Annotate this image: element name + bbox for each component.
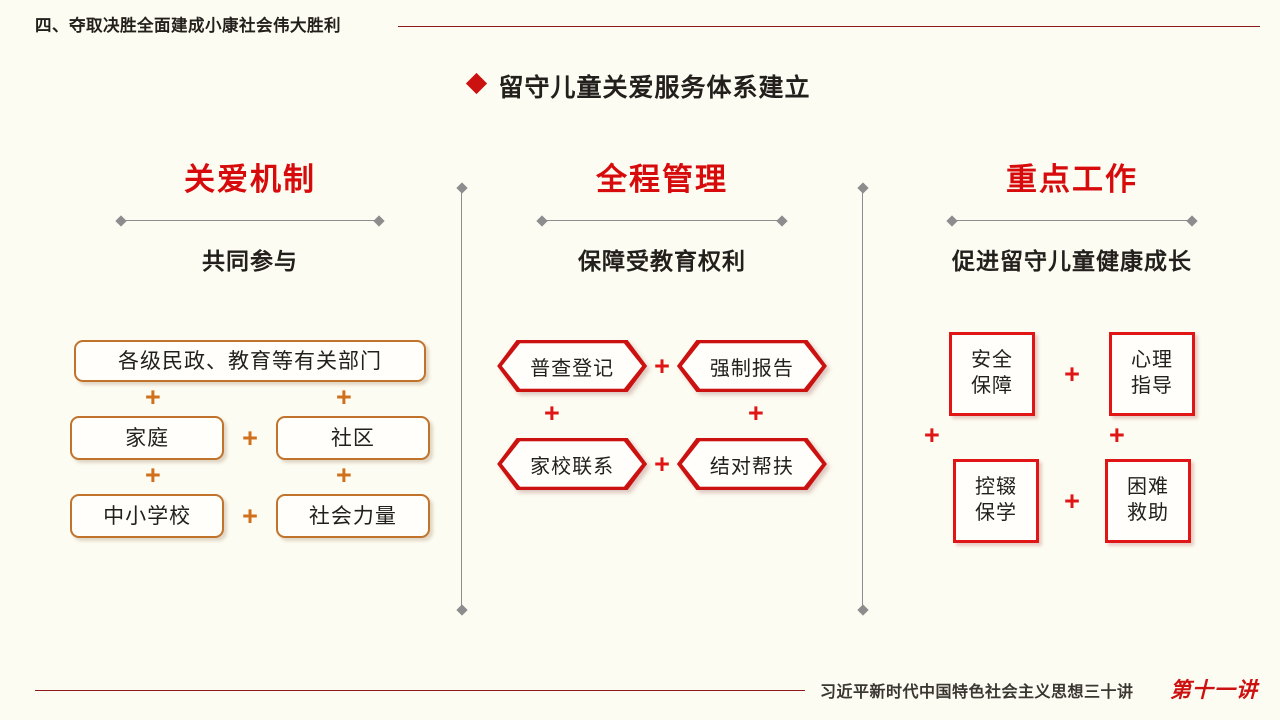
- plus-sign-icon: +: [242, 500, 258, 531]
- column-1-plus-row-1: + +: [40, 382, 460, 416]
- plus-sign-icon: +: [336, 460, 352, 490]
- hexagon-fill: [681, 441, 823, 487]
- diamond-endpoint-icon: [856, 604, 869, 616]
- column-2-plus-row: + +: [463, 392, 861, 438]
- diagram-square-safety: 安全 保障: [949, 332, 1035, 416]
- diagram-box-departments: 各级民政、教育等有关部门: [74, 340, 426, 382]
- diagram-hexagon-home-school-contact: 家校联系: [497, 438, 648, 490]
- plus-sign-icon: +: [242, 422, 258, 453]
- square-label-line-1: 心理: [1131, 349, 1173, 372]
- column-3-plus-row: + +: [864, 416, 1280, 459]
- column-3-header: 重点工作 促进留守儿童健康成长: [864, 160, 1280, 276]
- column-1-subtitle: 共同参与: [202, 248, 298, 274]
- square-label-line-2: 指导: [1131, 375, 1173, 397]
- square-label-line-1: 困难: [1127, 476, 1169, 499]
- diagram-hexagon-pair-assistance: 结对帮扶: [676, 438, 827, 490]
- column-1-row-3: 中小学校 + 社会力量: [40, 494, 460, 538]
- hexagon-fill: [501, 441, 643, 487]
- column-3-connector-2: +: [1039, 485, 1105, 516]
- hexagon-fill: [501, 343, 643, 389]
- column-3-heading: 重点工作: [1006, 162, 1138, 197]
- diamond-endpoint-icon: [946, 214, 958, 227]
- column-3-row-2: 控辍 保学 + 困难 救助: [864, 459, 1280, 543]
- column-2-row-2: 家校联系 + 结对帮扶: [463, 438, 861, 490]
- section-title: 四、夺取决胜全面建成小康社会伟大胜利: [35, 17, 341, 35]
- diagram-square-psychological: 心理 指导: [1109, 332, 1195, 416]
- slide-title: 留守儿童关爱服务体系建立: [0, 68, 1280, 104]
- column-1-row-2: 家庭 + 社区: [40, 416, 460, 460]
- column-1-plus-row-2: + +: [40, 460, 460, 494]
- diamond-endpoint-icon: [373, 214, 385, 227]
- header-divider-line: [398, 26, 1260, 27]
- column-2-subtitle: 保障受教育权利: [578, 248, 746, 274]
- diamond-endpoint-icon: [1186, 214, 1198, 227]
- plus-sign-icon: +: [1064, 485, 1080, 516]
- diamond-endpoint-icon: [536, 214, 548, 227]
- diagram-box-social-forces: 社会力量: [275, 494, 430, 538]
- column-2-header: 全程管理 保障受教育权利: [463, 160, 861, 276]
- hexagon-label: 强制报告: [709, 357, 794, 380]
- diamond-endpoint-icon: [115, 214, 127, 227]
- column-1-heading-rule: [115, 214, 385, 227]
- column-2-row-1: 普查登记 + 强制报告: [463, 340, 861, 392]
- column-2-heading: 全程管理: [596, 162, 728, 197]
- plus-sign-icon: +: [1109, 420, 1125, 450]
- diagram-box-family: 家庭: [70, 416, 225, 460]
- diagram-box-schools: 中小学校: [70, 494, 225, 538]
- plus-sign-icon: +: [145, 460, 161, 490]
- square-label-line-2: 保学: [975, 502, 1017, 524]
- plus-sign-icon: +: [145, 382, 161, 412]
- plus-sign-icon: +: [544, 398, 560, 428]
- footer-series-title: 习近平新时代中国特色社会主义思想三十讲: [820, 684, 1134, 701]
- column-3-subtitle: 促进留守儿童健康成长: [952, 248, 1192, 274]
- square-label-line-2: 保障: [971, 375, 1013, 397]
- column-2-heading-rule: [536, 214, 788, 227]
- slide-title-text: 留守儿童关爱服务体系建立: [498, 74, 811, 102]
- hexagon-label: 结对帮扶: [709, 455, 794, 478]
- column-1-heading: 关爱机制: [184, 162, 316, 197]
- diamond-endpoint-icon: [776, 214, 788, 227]
- column-3-row-1: 安全 保障 + 心理 指导: [864, 332, 1280, 416]
- column-1-diagram: 各级民政、教育等有关部门 + + 家庭 + 社区 + + 中小学校 + 社会力量: [40, 340, 460, 538]
- footer-lecture-number: 第十一讲: [1170, 677, 1258, 702]
- plus-sign-icon: +: [748, 398, 764, 428]
- plus-sign-icon: +: [654, 350, 670, 381]
- column-divider-2: [856, 182, 869, 616]
- hexagon-label: 家校联系: [530, 455, 615, 478]
- column-3-diagram: 安全 保障 + 心理 指导 + + 控辍 保学 + 困难 救助: [864, 332, 1280, 543]
- column-3-connector-1: +: [1035, 358, 1109, 389]
- square-label-line-1: 安全: [971, 349, 1013, 372]
- diagram-box-community: 社区: [275, 416, 430, 460]
- hexagon-label: 普查登记: [530, 357, 615, 380]
- column-3-heading-rule: [946, 214, 1198, 227]
- column-divider-1: [455, 182, 468, 616]
- slide-header: 四、夺取决胜全面建成小康社会伟大胜利: [0, 0, 1280, 48]
- plus-sign-icon: +: [654, 448, 670, 479]
- diamond-bullet-icon: [466, 73, 488, 95]
- plus-sign-icon: +: [336, 382, 352, 412]
- column-1-header: 关爱机制 共同参与: [40, 160, 460, 276]
- diagram-hexagon-mandatory-report: 强制报告: [676, 340, 827, 392]
- diagram-hexagon-census: 普查登记: [497, 340, 648, 392]
- footer-divider-line: [35, 690, 805, 691]
- square-label-line-1: 控辍: [975, 476, 1017, 499]
- plus-sign-icon: +: [924, 420, 940, 450]
- diamond-endpoint-icon: [455, 604, 468, 616]
- column-2-diagram: 普查登记 + 强制报告 + + 家校联系 + 结对帮扶: [463, 340, 861, 490]
- diagram-square-dropout-prevention: 控辍 保学: [953, 459, 1039, 543]
- square-label-line-2: 救助: [1127, 502, 1169, 524]
- diagram-square-hardship-aid: 困难 救助: [1105, 459, 1191, 543]
- plus-sign-icon: +: [1064, 358, 1080, 389]
- hexagon-fill: [681, 343, 823, 389]
